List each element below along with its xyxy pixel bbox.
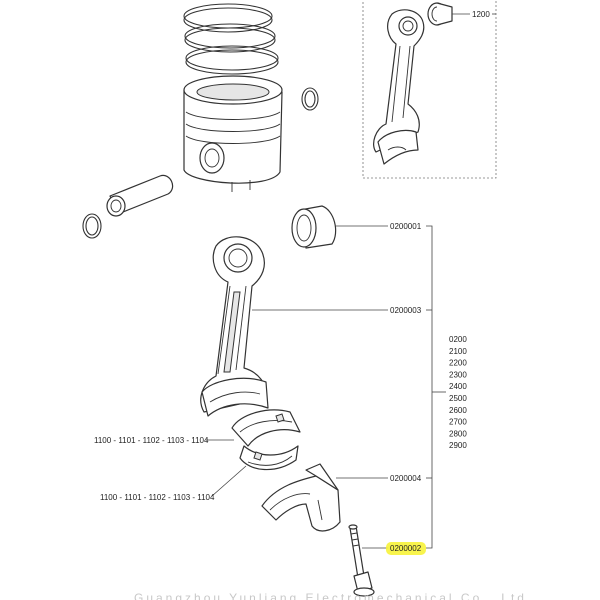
inset-box: 1200 bbox=[362, 0, 497, 179]
label-0200003: 0200003 bbox=[390, 306, 422, 315]
bearing-shell-upper bbox=[231, 409, 301, 447]
label-bearing-upper: 1100 - 1101 - 1102 - 1103 - 1104 bbox=[94, 436, 209, 445]
connecting-rod bbox=[200, 236, 269, 417]
inset-bushing bbox=[427, 2, 453, 26]
label-1200: 1200 bbox=[472, 10, 490, 19]
variant-2600: 2600 bbox=[449, 406, 467, 415]
circlip-left bbox=[82, 213, 102, 239]
variant-2400: 2400 bbox=[449, 382, 467, 391]
variant-2300: 2300 bbox=[449, 370, 467, 379]
inset-conrod bbox=[373, 9, 425, 165]
label-0200002: 0200002 bbox=[390, 544, 422, 553]
variant-bracket bbox=[426, 225, 446, 549]
piston bbox=[183, 3, 283, 192]
highlight-0200002 bbox=[386, 542, 426, 555]
label-bearing-lower: 1100 - 1101 - 1102 - 1103 - 1104 bbox=[100, 493, 215, 502]
watermark: Guangzhou Yunliang Electromechanical Co.… bbox=[134, 591, 533, 600]
piston-pin bbox=[106, 174, 174, 217]
variant-2200: 2200 bbox=[449, 359, 467, 368]
bearing-shell-lower bbox=[239, 445, 299, 471]
label-0200004: 0200004 bbox=[390, 474, 422, 483]
variant-list: 0200 2100 2200 2300 2400 2500 2600 2700 2800 2900 bbox=[449, 335, 467, 450]
variant-2500: 2500 bbox=[449, 394, 467, 403]
small-end-bushing bbox=[291, 205, 337, 249]
variant-2800: 2800 bbox=[449, 429, 467, 438]
variant-2100: 2100 bbox=[449, 347, 467, 356]
variant-0200: 0200 bbox=[449, 335, 467, 344]
label-0200001: 0200001 bbox=[390, 222, 422, 231]
conrod-bolt bbox=[348, 524, 375, 597]
variant-2700: 2700 bbox=[449, 418, 467, 427]
variant-2900: 2900 bbox=[449, 441, 467, 450]
conrod-cap bbox=[261, 463, 341, 532]
circlip-right bbox=[301, 87, 319, 111]
